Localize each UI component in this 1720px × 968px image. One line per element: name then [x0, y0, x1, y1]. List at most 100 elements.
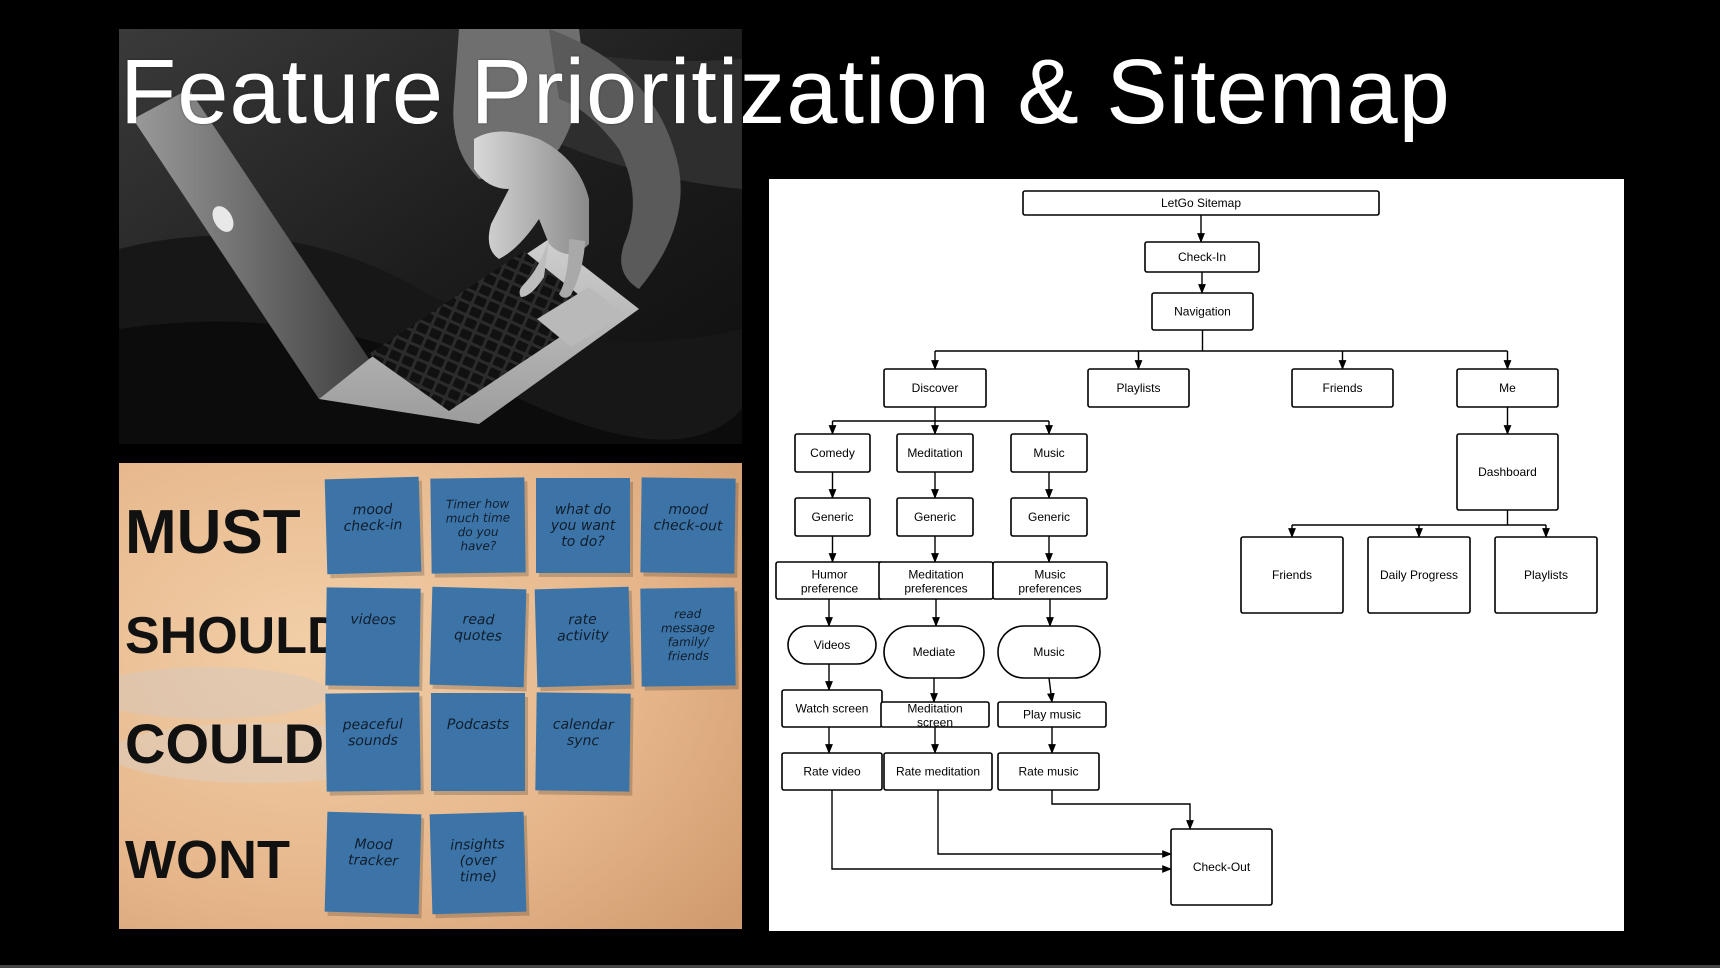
sitemap-node-label: Play music	[1023, 708, 1081, 722]
sticky-note: Moodtracker	[324, 811, 425, 919]
sitemap-node-label: Generic	[914, 510, 956, 524]
sitemap-node-ratemusic: Rate music	[997, 752, 1100, 791]
priority-row-label: MUST	[125, 498, 301, 567]
sitemap-edge	[831, 790, 1172, 873]
sticky-note: videos	[325, 587, 424, 691]
sticky-note-text: rateactivity	[557, 611, 610, 644]
sticky-note: Podcasts	[431, 693, 528, 795]
sitemap-node-label: Generic	[1028, 510, 1070, 524]
sticky-note: peacefulsounds	[325, 692, 424, 796]
sitemap-node-label: Daily Progress	[1380, 568, 1458, 582]
sticky-note: Timer howmuch timedo youhave?	[430, 477, 529, 578]
sticky-note-text: insights(overtime)	[450, 836, 506, 886]
sitemap-node-label: Watch screen	[796, 702, 869, 716]
bottom-rule	[0, 965, 1720, 968]
sticky-note-text: moodcheck-out	[653, 502, 723, 535]
sitemap-node-label: Rate video	[803, 765, 861, 779]
sitemap-node-label: Music	[1033, 446, 1064, 460]
sitemap-node-label: Playlists	[1524, 568, 1568, 582]
sitemap-edge	[1047, 677, 1055, 703]
sitemap-node-label: Generic	[811, 510, 853, 524]
sitemap-node-label: Music	[1033, 645, 1064, 659]
sticky-note-text: moodcheck-in	[343, 501, 403, 535]
sticky-note: rateactivity	[534, 586, 635, 692]
sitemap-node-mediate: Mediate	[883, 625, 985, 679]
sitemap-node-meditation: Meditation	[896, 433, 974, 473]
sitemap-node-label: Me	[1499, 381, 1516, 395]
slide-title: Feature Prioritization & Sitemap	[120, 41, 1451, 143]
sitemap-node-label: Check-In	[1178, 250, 1226, 264]
sitemap-node-label: Discover	[912, 381, 959, 395]
sitemap-node-label: Meditation	[907, 446, 962, 460]
sticky-note: readmessagefamily/friends	[640, 587, 739, 691]
sticky-note: moodcheck-out	[640, 477, 739, 578]
sitemap-edge	[937, 790, 1172, 858]
sitemap-node-generic2: Generic	[896, 497, 974, 537]
sitemap-node-checkin: Check-In	[1144, 241, 1260, 273]
sitemap-node-play: Play music	[997, 701, 1107, 728]
sitemap-node-me: Me	[1456, 368, 1559, 408]
sitemap-node-friends2: Friends	[1240, 536, 1344, 614]
sitemap-node-label: Mediate	[913, 645, 956, 659]
sitemap-node-watch: Watch screen	[781, 689, 883, 728]
sitemap-node-label: Rate meditation	[896, 765, 980, 779]
sitemap-node-generic1: Generic	[794, 497, 871, 537]
sitemap-node-music: Music	[1010, 433, 1088, 473]
laptop-photo	[119, 29, 742, 444]
sitemap-node-label: Playlists	[1116, 381, 1160, 395]
sitemap-node-videos: Videos	[787, 625, 877, 665]
sitemap-node-nav: Navigation	[1151, 292, 1254, 331]
sticky-note: insights(overtime)	[429, 811, 530, 919]
priority-row-label: WONT	[125, 830, 290, 890]
sticky-note-text: videos	[350, 612, 396, 629]
sitemap-node-label: Videos	[814, 638, 850, 652]
sitemap-node-generic3: Generic	[1010, 497, 1088, 537]
sitemap-node-comedy: Comedy	[794, 433, 871, 473]
sticky-note: moodcheck-in	[324, 476, 425, 579]
sitemap-node-label: Friends	[1272, 568, 1312, 582]
sitemap-node-label: Rate music	[1018, 765, 1078, 779]
sitemap-node-dashboard: Dashboard	[1456, 433, 1559, 511]
sitemap-node-label: Dashboard	[1478, 465, 1537, 479]
sitemap-node-label: Check-Out	[1193, 860, 1251, 874]
sitemap-node-label: Navigation	[1174, 305, 1231, 319]
sitemap-node-ratevideo: Rate video	[781, 752, 883, 791]
sitemap-edge	[1051, 790, 1194, 830]
sticky-note-text: Moodtracker	[348, 836, 400, 869]
priority-board-photo: MUST moodcheck-in Timer howmuch timedo you…	[119, 463, 742, 929]
sticky-note-text: readquotes	[454, 611, 503, 644]
sitemap-node-checkout: Check-Out	[1170, 828, 1273, 906]
sitemap-node-label: Comedy	[810, 446, 855, 460]
sticky-note-text: Timer howmuch timedo youhave?	[445, 497, 510, 554]
priority-row-label: COULD	[125, 712, 324, 775]
sitemap-node-root: LetGo Sitemap	[1022, 190, 1380, 216]
sitemap-node-friends: Friends	[1291, 368, 1394, 408]
sticky-note-text: readmessagefamily/friends	[661, 607, 716, 664]
sticky-note: calendarsync	[535, 692, 634, 796]
sticky-note-text: Podcasts	[447, 717, 509, 733]
sitemap-node-label: LetGo Sitemap	[1161, 196, 1241, 210]
sitemap-node-discover: Discover	[883, 368, 987, 408]
sticky-note-text: calendarsync	[552, 717, 615, 750]
sticky-note: readquotes	[429, 586, 530, 692]
sitemap-node-music2: Music	[997, 625, 1101, 679]
sitemap-node-label: Friends	[1322, 381, 1362, 395]
sitemap-node-playlists: Playlists	[1087, 368, 1190, 408]
priority-row-label: SHOULD	[125, 607, 345, 665]
sitemap-node-ratemed: Rate meditation	[883, 752, 993, 791]
sitemap-node-progress: Daily Progress	[1367, 536, 1471, 614]
sticky-note-text: peacefulsounds	[342, 717, 404, 750]
sitemap-node-playlists2: Playlists	[1494, 536, 1598, 614]
